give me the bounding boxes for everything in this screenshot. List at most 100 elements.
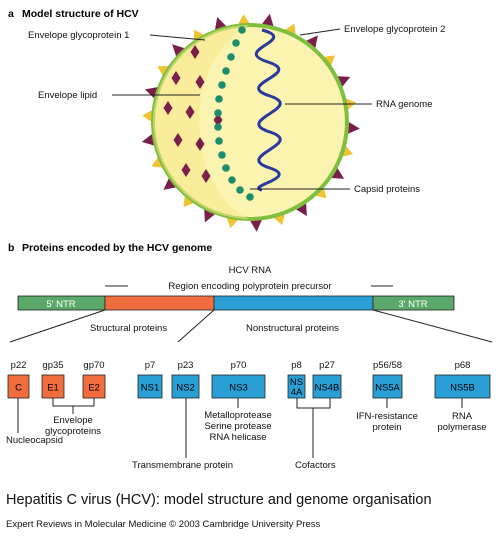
- bar-nonstructural: [213, 295, 374, 311]
- protein-mass-ns1: p7: [145, 360, 156, 371]
- glycoprotein-1-spike: [163, 176, 179, 190]
- bracket-envelope: [52, 398, 95, 407]
- protein-name-e1: E1: [47, 383, 59, 394]
- label-structural-proteins: Structural proteins: [90, 323, 167, 334]
- capsid-protein-dot: [222, 164, 230, 172]
- bracket-cofactors: [296, 398, 331, 409]
- glycoprotein-1-spike: [304, 35, 318, 50]
- capsid-protein-dot: [214, 123, 222, 131]
- label-ns3-role-1: Metalloprotease: [204, 410, 272, 421]
- label-hcv-rna: HCV RNA: [229, 265, 272, 276]
- label-ns3-role-3: RNA helicase: [209, 432, 266, 443]
- label-ifn-line2: protein: [372, 422, 401, 433]
- section-a-heading: Model structure of HCV: [22, 8, 139, 20]
- label-envelope-line2: glycoproteins: [45, 426, 101, 437]
- capsid-protein-dots: [214, 26, 254, 201]
- virus-particle: [141, 13, 360, 232]
- bar-3-ntr: [372, 295, 455, 311]
- lipid-diamond: [173, 133, 183, 147]
- protein-name-ns4a-line2: 4A: [291, 387, 303, 398]
- label-region-polyprotein: Region encoding polyprotein precursor: [168, 281, 331, 292]
- protein-name-ns3: NS3: [229, 383, 247, 394]
- protein-mass-ns4a: p8: [291, 360, 302, 371]
- leader-glycoprotein-2: [299, 28, 341, 36]
- protein-box-ns4b: [312, 374, 342, 399]
- section-b-letter: b: [8, 242, 14, 254]
- protein-name-e2: E2: [88, 383, 100, 394]
- fan-line-mid: [177, 309, 215, 343]
- capsid-protein-dot: [232, 39, 240, 47]
- label-ns3-role-2: Serine protease: [204, 421, 271, 432]
- lipid-diamond: [181, 163, 191, 177]
- lipid-diamond: [163, 101, 173, 115]
- lipid-diamond: [190, 45, 200, 59]
- glycoprotein-1-spike: [249, 218, 263, 232]
- label-5-ntr: 5' NTR: [46, 299, 75, 310]
- protein-name-c: C: [15, 383, 22, 394]
- protein-name-ns4a-line1: NS: [290, 377, 303, 388]
- caption-title: Hepatitis C virus (HCV): model structure…: [6, 492, 432, 508]
- protein-mass-ns2: p23: [178, 360, 194, 371]
- label-nucleocapsid: Nucleocapsid: [6, 435, 63, 446]
- label-rna-pol-line1: RNA: [452, 411, 473, 422]
- bar-structural: [104, 295, 215, 311]
- label-nonstructural-proteins: Nonstructural proteins: [246, 323, 339, 334]
- lipid-diamond: [195, 137, 205, 151]
- label-capsid-proteins: Capsid proteins: [354, 184, 420, 195]
- protein-box-ns1: [137, 374, 163, 399]
- rna-genome-strand: [254, 28, 282, 192]
- protein-mass-ns5a: p56/58: [373, 360, 402, 371]
- capsid-protein-dot: [222, 67, 230, 75]
- protein-mass-e1: gp35: [42, 360, 63, 371]
- leader-glycoprotein-1: [149, 34, 206, 41]
- capsid-protein-dot: [227, 53, 235, 61]
- capsid-protein-dot: [238, 26, 246, 34]
- lipid-diamond: [171, 71, 181, 85]
- capsid-protein-dot: [215, 95, 223, 103]
- label-envelope-glycoprotein-1: Envelope glycoprotein 1: [28, 30, 129, 41]
- lipid-diamonds: [163, 45, 223, 183]
- protein-name-ns5b: NS5B: [450, 383, 475, 394]
- lipid-diamond: [201, 169, 211, 183]
- glycoprotein-2-spike: [142, 109, 154, 123]
- protein-name-ns2: NS2: [176, 383, 194, 394]
- glycoprotein-1-spike: [172, 44, 187, 59]
- protein-mass-ns4b: p27: [319, 360, 335, 371]
- lipid-diamond: [213, 113, 223, 127]
- label-transmembrane: Transmembrane protein: [132, 460, 233, 471]
- protein-name-ns4b: NS4B: [315, 383, 340, 394]
- protein-mass-ns3: p70: [231, 360, 247, 371]
- protein-name-ns5a: NS5A: [375, 383, 400, 394]
- label-cofactors: Cofactors: [295, 460, 336, 471]
- label-ifn-line1: IFN-resistance: [356, 411, 418, 422]
- fan-line-left: [9, 309, 106, 343]
- capsid-protein-dot: [246, 193, 254, 201]
- capsid-protein-dot: [218, 81, 226, 89]
- section-b-heading: Proteins encoded by the HCV genome: [22, 242, 212, 254]
- label-envelope-line1: Envelope: [53, 415, 93, 426]
- protein-name-ns1: NS1: [141, 383, 159, 394]
- protein-mass-e2: gp70: [83, 360, 104, 371]
- capsid-protein-dot: [215, 137, 223, 145]
- protein-mass-c: p22: [11, 360, 27, 371]
- caption-credit: Expert Reviews in Molecular Medicine © 2…: [6, 519, 321, 530]
- label-rna-genome: RNA genome: [376, 99, 433, 110]
- glycoprotein-1-spike: [346, 121, 360, 135]
- lipid-diamond: [185, 105, 195, 119]
- section-a-letter: a: [8, 8, 14, 20]
- capsid-protein-dot: [236, 186, 244, 194]
- capsid-protein-dot: [218, 151, 226, 159]
- lipid-diamond: [195, 75, 205, 89]
- capsid-protein-dot: [228, 176, 236, 184]
- label-envelope-lipid: Envelope lipid: [38, 90, 97, 101]
- fan-line-right: [372, 309, 493, 343]
- capsid-protein-dot: [214, 109, 222, 117]
- protein-mass-ns5b: p68: [455, 360, 471, 371]
- label-3-ntr: 3' NTR: [398, 299, 427, 310]
- glycoprotein-2-spike: [237, 14, 251, 26]
- label-envelope-glycoprotein-2: Envelope glycoprotein 2: [344, 24, 445, 35]
- label-rna-pol-line2: polymerase: [437, 422, 486, 433]
